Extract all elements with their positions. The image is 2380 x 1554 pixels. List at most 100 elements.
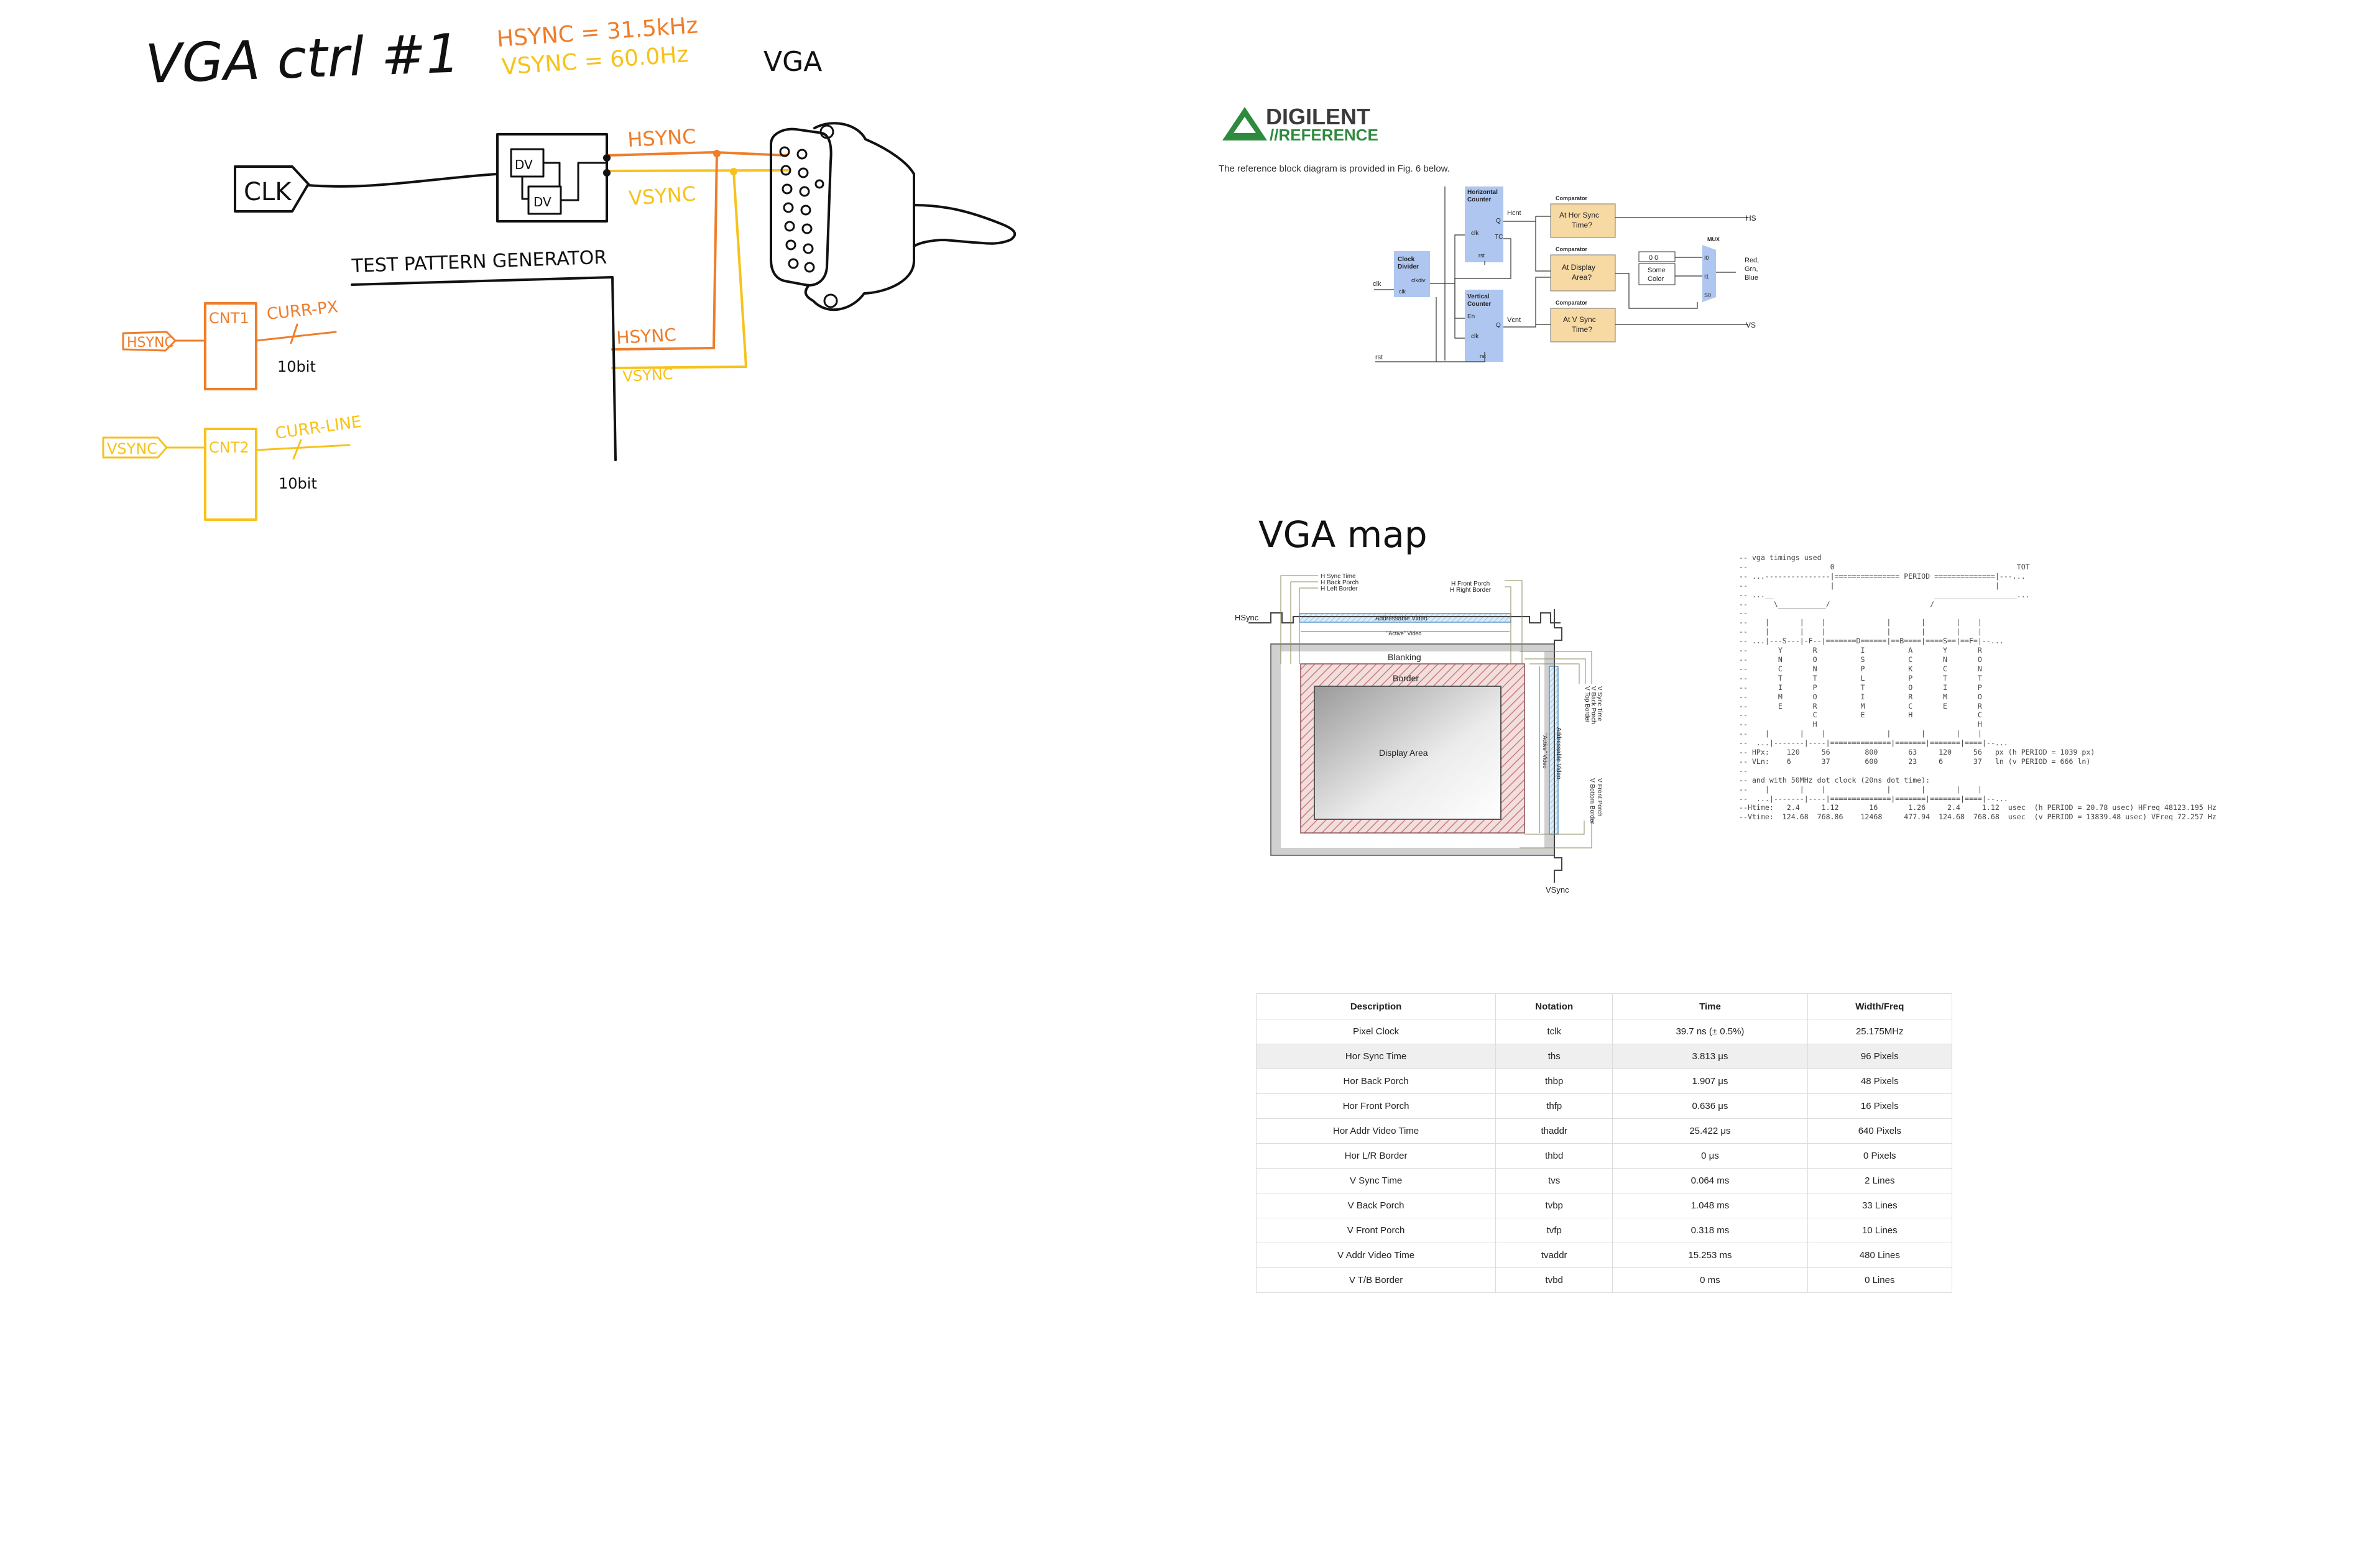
timing-ascii-line: -- 0 TOT: [1739, 562, 2030, 571]
clock-divider-title-1: Clock: [1398, 256, 1415, 263]
table-cell: 1.907 μs: [1612, 1069, 1808, 1094]
cnt1-input-tag: [122, 331, 177, 352]
table-cell: tvbp: [1495, 1193, 1613, 1218]
constant-zero-value: 0 0: [1649, 254, 1658, 262]
comparator-display-line2: Area?: [1572, 273, 1592, 282]
table-cell: 0 ms: [1612, 1267, 1808, 1293]
horizontal-counter-block: [1465, 186, 1503, 262]
vertical-counter-title-1: Vertical: [1467, 293, 1490, 300]
timing-ascii-line: -- VLn: 6 37 600 23 6 37 ln (v PERIOD = …: [1739, 756, 2091, 766]
some-color-line1: Some: [1648, 267, 1666, 274]
hc-q-port: Q: [1496, 218, 1501, 224]
table-cell: 25.175MHz: [1807, 1019, 1953, 1044]
table-cell: 0.636 μs: [1612, 1093, 1808, 1119]
cnt1-bits-label: 10bit: [277, 358, 316, 375]
digilent-intro-text: The reference block diagram is provided …: [1219, 163, 1450, 174]
blanking-label: Blanking: [1388, 652, 1421, 662]
border-label: Border: [1393, 673, 1419, 683]
v-sync-time-label: V Sync Time: [1596, 686, 1603, 722]
table-header-cell: Description: [1255, 993, 1497, 1019]
vc-q-port: Q: [1496, 322, 1501, 329]
table-cell: 0.318 ms: [1612, 1218, 1808, 1243]
clk-block-shape: [234, 165, 310, 213]
h-right-border-label: H Right Border: [1450, 587, 1492, 594]
comparator-vsync-line1: At V Sync: [1563, 315, 1596, 324]
timing-ascii-line: -- ...__ ___________________...: [1739, 590, 2030, 599]
table-cell: 1.048 ms: [1612, 1193, 1808, 1218]
some-color-line2: Color: [1648, 275, 1664, 283]
cnt1-box-label: CNT1: [209, 310, 249, 327]
table-cell: Hor Back Porch: [1255, 1069, 1497, 1094]
mux-i0-port: I0: [1704, 255, 1709, 261]
hc-rst-port: rst: [1478, 252, 1485, 259]
vsync-waveform: [1554, 609, 1562, 883]
timing-ascii-line: -- M O I R M O: [1739, 692, 1982, 701]
vcnt-label: Vcnt: [1507, 316, 1521, 324]
dv-label-2: DV: [533, 195, 551, 209]
digilent-logo: DIGILENT //REFERENCE: [1222, 104, 1378, 144]
dv-label: DV: [515, 157, 533, 172]
table-cell: tvfp: [1495, 1218, 1613, 1243]
vga-screw-bottom: [823, 293, 838, 308]
h-active-video-label: "Active" Video: [1386, 630, 1421, 637]
timing-ascii-line: -- and with 50MHz dot clock (20ns dot ti…: [1739, 775, 1930, 784]
table-cell: thbd: [1495, 1143, 1613, 1169]
clk-wire: [307, 173, 499, 188]
vga-connector-shell: [804, 122, 915, 311]
vga-pin-holes: [779, 146, 824, 273]
vga-timings-ascii: -- vga timings used -- 0 TOT -- ...-----…: [1739, 553, 2216, 822]
table-cell: tvaddr: [1495, 1243, 1613, 1268]
vga-controller-sketch: VGA ctrl #1 HSYNC = 31.5kHz VSYNC = 60.0…: [102, 12, 1017, 521]
hcnt-label: Hcnt: [1507, 209, 1521, 217]
cnt1-output-label: CURR-PX: [266, 298, 339, 324]
timing-ascii-line: -- | | | | | | |: [1739, 784, 1982, 794]
timing-ascii-line: --Vtime: 124.68 768.86 12468 477.94 124.…: [1739, 812, 2216, 822]
divider-inner-wire: [521, 162, 608, 201]
vertical-counter-title-2: Counter: [1467, 301, 1491, 308]
table-cell: 39.7 ns (± 0.5%): [1612, 1019, 1808, 1044]
table-cell: 0.064 ms: [1612, 1168, 1808, 1193]
timing-ascii-line: -- ...---------------|=============== PE…: [1739, 571, 2026, 581]
table-cell: 48 Pixels: [1807, 1069, 1953, 1094]
vs-output-label: VS: [1746, 321, 1756, 329]
h-addressable-video-label: Addressable Video: [1375, 615, 1428, 622]
comparator-title-1: Comparator: [1556, 195, 1588, 201]
block-diagram-wires: [1374, 186, 1748, 362]
h-timing-leader-lines: [1280, 575, 1523, 664]
h-left-border-label: H Left Border: [1321, 586, 1358, 592]
test-pattern-generator-outline: [351, 276, 617, 461]
timing-ascii-line: -- ...|-------|----|==============|=====…: [1739, 738, 2008, 748]
rgb-output-line2: Grn,: [1745, 265, 1758, 273]
hs-output-label: HS: [1746, 214, 1756, 223]
table-header-cell: Width/Freq: [1807, 993, 1953, 1019]
vc-rst-port: rst: [1480, 353, 1486, 359]
timing-ascii-line: -- | | | | | | |: [1739, 729, 1982, 738]
cnt1-box: [204, 302, 257, 390]
table-cell: V Sync Time: [1255, 1168, 1497, 1193]
timing-ascii-line: -- | |: [1739, 581, 1999, 590]
timing-ascii-line: -- ...|-------|----|==============|=====…: [1739, 794, 2008, 803]
table-cell: thaddr: [1495, 1118, 1613, 1144]
comparator-display-block: [1550, 254, 1616, 292]
vga-connector-body: [770, 127, 833, 287]
comparator-title-3: Comparator: [1556, 300, 1588, 306]
cnt2-output-wire: [255, 444, 351, 451]
table-cell: 25.422 μs: [1612, 1118, 1808, 1144]
v-top-border-label: V Top Border: [1584, 686, 1590, 723]
clk-input-label: clk: [1373, 280, 1381, 288]
table-cell: thfp: [1495, 1093, 1613, 1119]
timing-ascii-line: --Htime: 2.4 1.12 16 1.26 2.4 1.12 usec …: [1739, 803, 2216, 812]
cnt2-bits-label: 10bit: [279, 475, 317, 492]
vc-clk-port: clk: [1471, 333, 1479, 340]
table-cell: tvs: [1495, 1168, 1613, 1193]
table-header-cell: Notation: [1495, 993, 1613, 1019]
timing-ascii-line: --: [1739, 609, 1748, 618]
table-cell: Hor Front Porch: [1255, 1093, 1497, 1119]
table-cell: 3.813 μs: [1612, 1044, 1808, 1069]
vsync-wire-top: [606, 169, 791, 172]
mux-block: [1702, 245, 1716, 302]
table-cell: V Addr Video Time: [1255, 1243, 1497, 1268]
